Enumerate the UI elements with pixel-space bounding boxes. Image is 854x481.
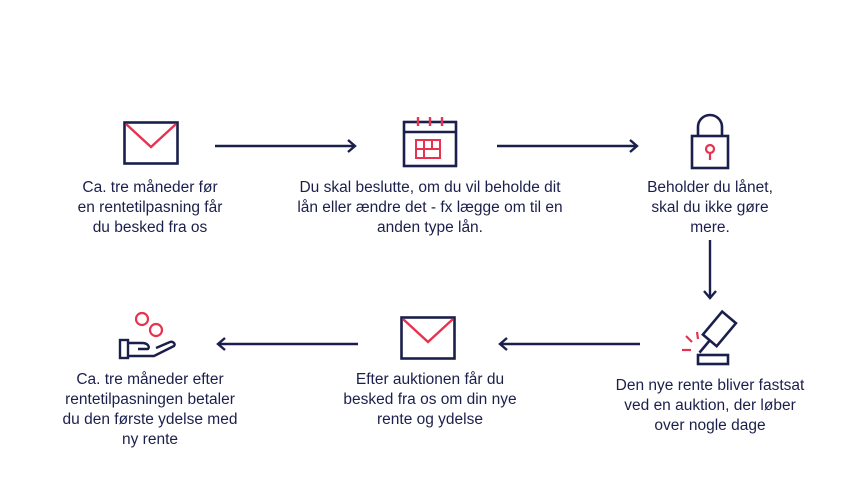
arrow-left-icon xyxy=(216,337,358,351)
step-5-line: Efter auktionen får du xyxy=(355,371,505,388)
envelope-icon xyxy=(123,121,179,165)
step-4-line: over nogle dage xyxy=(654,417,766,434)
step-1-line: en rentetilpasning får xyxy=(77,199,223,216)
step-1-text: Ca. tre måneder før en rentetilpasning f… xyxy=(40,178,260,238)
calendar-icon xyxy=(402,117,458,168)
step-1-line: Ca. tre måneder før xyxy=(82,179,218,196)
step-2-line: lån eller ændre det - fx lægge om til en xyxy=(297,199,563,216)
step-3-line: Beholder du lånet, xyxy=(647,179,773,196)
step-2-text: Du skal beslutte, om du vil beholde dit … xyxy=(270,178,590,238)
hand-coins-icon xyxy=(118,311,176,360)
step-6-line: rentetilpasningen betaler xyxy=(65,391,235,408)
step-4-line: ved en auktion, der løber xyxy=(624,397,796,414)
arrow-right-icon xyxy=(497,139,639,153)
arrow-down-icon xyxy=(703,240,717,300)
step-2-line: Du skal beslutte, om du vil beholde dit xyxy=(299,179,561,196)
step-5-text: Efter auktionen får du besked fra os om … xyxy=(310,370,550,430)
step-2-line: anden type lån. xyxy=(376,219,483,236)
step-3-line: mere. xyxy=(690,219,730,236)
arrow-left-icon xyxy=(498,337,640,351)
step-6-text: Ca. tre måneder efter rentetilpasningen … xyxy=(30,370,270,450)
step-5-line: besked fra os om din nye xyxy=(343,391,517,408)
arrow-right-icon xyxy=(215,139,357,153)
step-3-text: Beholder du lånet, skal du ikke gøre mer… xyxy=(620,178,800,238)
step-6-line: du den første ydelse med xyxy=(62,411,238,428)
step-4-text: Den nye rente bliver fastsat ved en aukt… xyxy=(595,376,825,436)
step-6-line: Ca. tre måneder efter xyxy=(76,371,224,388)
step-4-line: Den nye rente bliver fastsat xyxy=(615,377,805,394)
lock-icon xyxy=(690,113,730,170)
envelope-icon xyxy=(400,316,456,360)
step-6-line: ny rente xyxy=(121,431,178,448)
step-3-line: skal du ikke gøre xyxy=(651,199,769,216)
gavel-icon xyxy=(682,309,738,366)
step-1-line: du besked fra os xyxy=(92,219,208,236)
step-5-line: rente og ydelse xyxy=(377,411,483,428)
